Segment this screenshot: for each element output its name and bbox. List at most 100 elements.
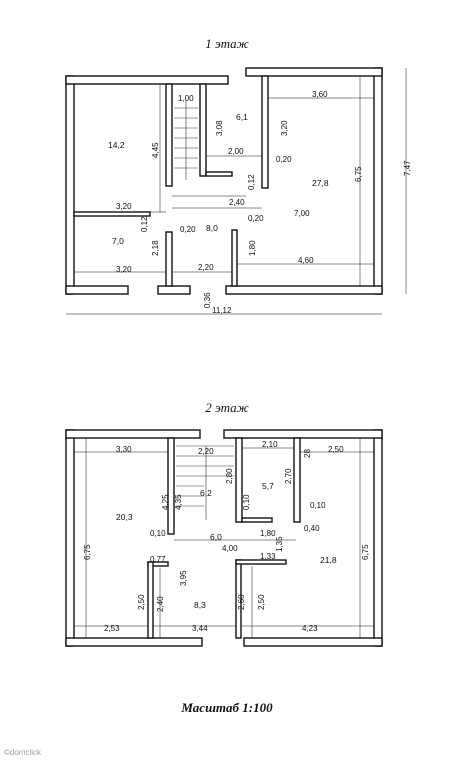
dimension-label: 3,20	[116, 265, 132, 274]
dimension-label: 2,60	[237, 594, 246, 610]
dimension-label: 3,08	[215, 120, 224, 136]
f2-wall-left	[65, 429, 75, 647]
f1-room-8-0: 8,0	[206, 223, 218, 233]
dimension-label: 0,12	[140, 216, 149, 232]
f2-room-21-8: 21,8	[320, 555, 337, 565]
floor1-walls	[65, 67, 383, 295]
f1-wall-int-7	[231, 229, 238, 287]
f1-wall-right	[373, 67, 383, 295]
dimension-label: 4,60	[298, 256, 314, 265]
f2-wall-int-1	[167, 437, 175, 535]
dimension-label: 0,40	[304, 524, 320, 533]
scale-label: Масштаб 1:100	[181, 700, 273, 715]
f1-wall-int-6	[205, 171, 233, 177]
floor1-room-areas: 14,2 6,1 27,8 7,0 8,0	[108, 112, 329, 246]
dimension-label: 0,20	[248, 214, 264, 223]
f1-room-7-0: 7,0	[112, 236, 124, 246]
f2-wall-top-left	[65, 429, 201, 439]
dimension-label: 7,47	[403, 160, 412, 176]
floor2-dimensions: 3,30 2,20 2,10 2,50 2,80 2,70 28 4,25 4,…	[83, 440, 370, 633]
floor2-title: 2 этаж	[205, 400, 249, 415]
dimension-label: 1,00	[178, 94, 194, 103]
f1-wall-bottom-c	[225, 285, 383, 295]
dimension-label: 2,10	[262, 440, 278, 449]
dimension-label: 3,20	[280, 120, 289, 136]
dimension-label: 2,40	[229, 198, 245, 207]
dimension-label: 3,95	[179, 570, 188, 586]
dimension-label: 4,25	[161, 494, 170, 510]
f1-wall-int-4	[199, 83, 207, 177]
dimension-label: 2,50	[137, 594, 146, 610]
dimension-label: 2,40	[156, 596, 165, 612]
floor2-dimension-lines	[74, 438, 374, 638]
dimension-label: 6,75	[354, 166, 363, 182]
f1-room-6-1: 6,1	[236, 112, 248, 122]
f1-wall-top-left	[65, 75, 229, 85]
dimension-label: 0,36	[203, 292, 212, 308]
f2-room-6-2: 6,2	[200, 488, 212, 498]
f2-wall-int-8	[235, 559, 287, 565]
dimension-label: 2,50	[257, 594, 266, 610]
dimension-label: 6,75	[361, 544, 370, 560]
dimension-label: 0,10	[242, 494, 251, 510]
dimension-label: 1,35	[275, 536, 284, 552]
floor1-dimensions: 1,00 3,08 3,20 3,60 4,45 2,00 0,20 6,75 …	[116, 90, 412, 315]
floor2-stairs	[176, 445, 234, 520]
f2-wall-int-4	[241, 517, 273, 523]
dimension-label: 2,00	[228, 147, 244, 156]
dimension-label: 1,80	[260, 529, 276, 538]
dimension-label: 1,80	[248, 240, 257, 256]
f1-room-27-8: 27,8	[312, 178, 329, 188]
f2-wall-int-3	[293, 437, 301, 523]
f2-wall-int-2	[235, 437, 243, 523]
dimension-label: 2,20	[198, 447, 214, 456]
f2-wall-right	[373, 429, 383, 647]
floor1-stairs	[174, 100, 198, 180]
f1-wall-bottom-b	[157, 285, 191, 295]
f1-wall-int-2	[165, 231, 173, 287]
dimension-label: 0,77	[150, 555, 166, 564]
f1-wall-int-3	[73, 211, 151, 217]
f1-wall-int-5	[261, 75, 269, 189]
dimension-label: 6,75	[83, 544, 92, 560]
f1-wall-bottom-a	[65, 285, 129, 295]
f1-room-14-2: 14,2	[108, 140, 125, 150]
f1-wall-int-1	[165, 83, 173, 187]
dimension-label: 0,10	[150, 529, 166, 538]
dimension-label: 2,20	[198, 263, 214, 272]
dimension-label: 4,45	[151, 142, 160, 158]
f2-wall-int-6	[147, 561, 154, 639]
dimension-label: 3,20	[116, 202, 132, 211]
dimension-label: 1,33	[260, 552, 276, 561]
floor1-title: 1 этаж	[205, 36, 249, 51]
f2-wall-bottom-left	[65, 637, 203, 647]
dimension-label: 4,35	[174, 494, 183, 510]
floor1-dimension-lines	[66, 68, 407, 315]
dimension-label: 0,20	[180, 225, 196, 234]
dimension-label: 2,50	[328, 445, 344, 454]
f2-room-6-0: 6,0	[210, 532, 222, 542]
f2-room-5-7: 5,7	[262, 481, 274, 491]
dimension-label: 2,53	[104, 624, 120, 633]
dimension-label: 0,20	[276, 155, 292, 164]
dimension-label: 2,70	[284, 468, 293, 484]
dimension-label: 7,00	[294, 209, 310, 218]
dimension-label: 28	[303, 449, 312, 458]
dimension-label: 2,80	[225, 468, 234, 484]
dimension-label: 3,30	[116, 445, 132, 454]
watermark-text: ©domclick	[4, 748, 42, 757]
f2-room-20-3: 20,3	[116, 512, 133, 522]
f1-wall-left	[65, 75, 75, 295]
f1-wall-top-right	[245, 67, 383, 77]
f2-wall-bottom-right	[243, 637, 383, 647]
dimension-label: 2,18	[151, 240, 160, 256]
dimension-label: 3,44	[192, 624, 208, 633]
floor2-walls	[65, 429, 383, 647]
dimension-label: 0,12	[247, 174, 256, 190]
dimension-label: 4,23	[302, 624, 318, 633]
dimension-label: 11,12	[212, 306, 232, 315]
dimension-label: 0,10	[310, 501, 326, 510]
f2-room-8-3: 8,3	[194, 600, 206, 610]
f2-wall-top-right	[223, 429, 383, 439]
